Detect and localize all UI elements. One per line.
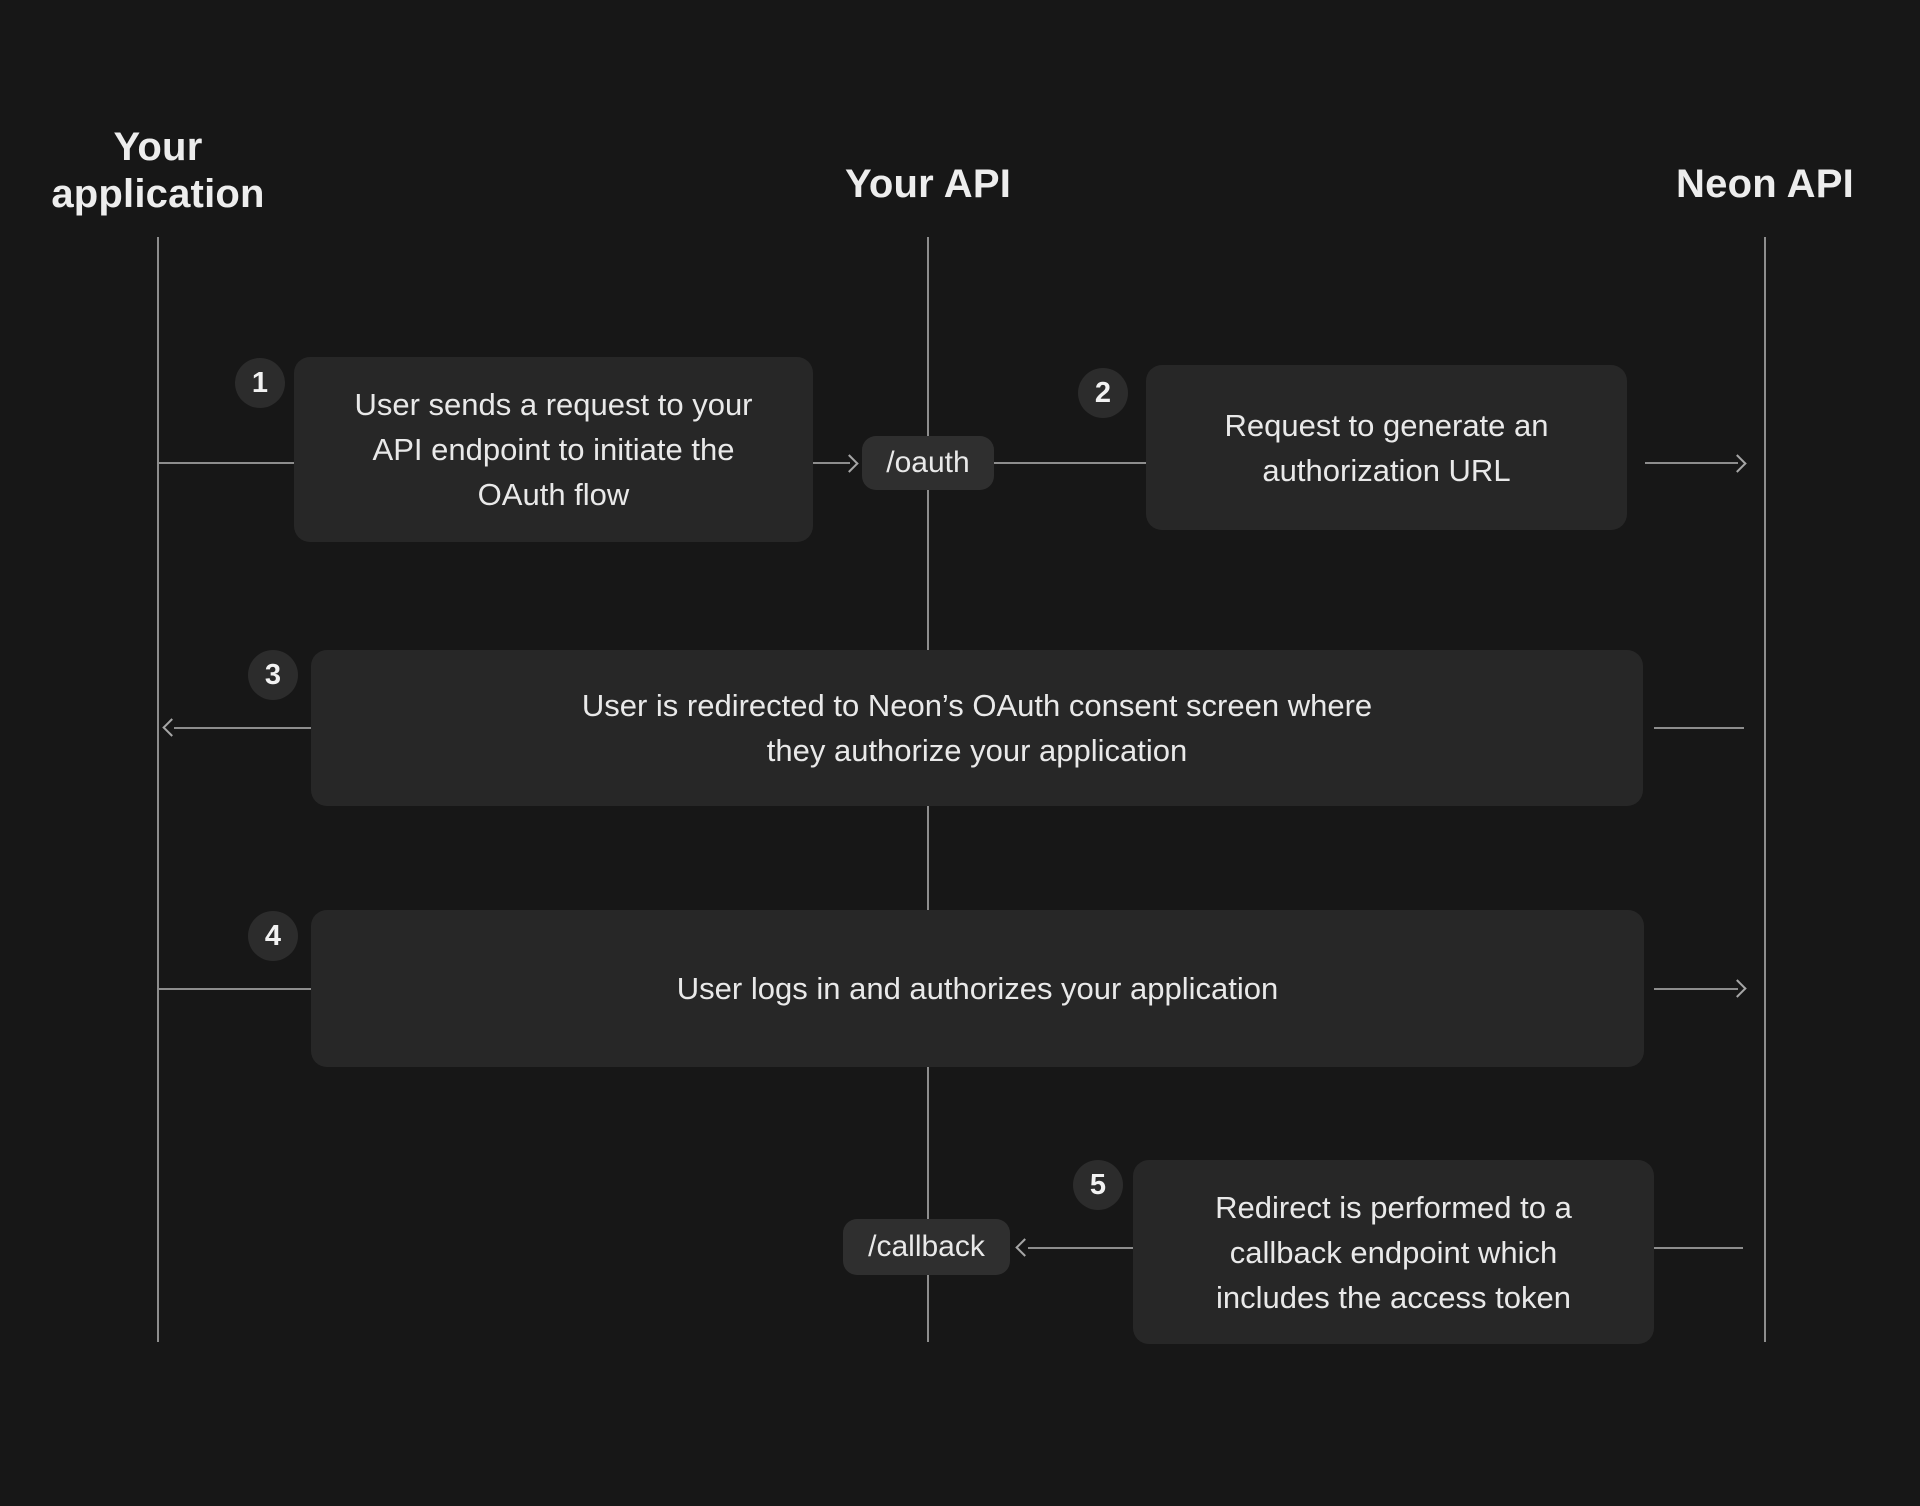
actor-label-neon-api: Neon API: [1676, 162, 1854, 206]
arrowhead-right-icon: [840, 454, 859, 473]
arrowhead-right-icon: [1728, 979, 1747, 998]
step-3-circle: 3: [248, 650, 298, 700]
arrowhead-right-icon: [1728, 454, 1747, 473]
message-5-line-left: [1028, 1247, 1133, 1249]
message-1-line-mid: [813, 462, 850, 464]
step-5-box: Redirect is performed to a callback endp…: [1133, 1160, 1654, 1344]
message-3-line-right: [1654, 727, 1744, 729]
message-3-line-left: [174, 727, 311, 729]
actor-label-your-api: Your API: [844, 162, 1012, 206]
message-5-line-right: [1654, 1247, 1743, 1249]
message-4-line-right: [1654, 988, 1738, 990]
message-2-line: [1645, 462, 1738, 464]
step-2-box: Request to generate an authorization URL: [1146, 365, 1627, 530]
step-4-box: User logs in and authorizes your applica…: [311, 910, 1644, 1067]
step-1-circle: 1: [235, 358, 285, 408]
endpoint-badge-callback: /callback: [843, 1219, 1010, 1275]
endpoint-badge-oauth: /oauth: [862, 436, 994, 490]
step-5-circle: 5: [1073, 1160, 1123, 1210]
message-4-line-left: [158, 988, 311, 990]
message-1-line-left: [158, 462, 294, 464]
actor-label-your-application: Your application: [51, 125, 265, 216]
message-1-line-right: [994, 462, 1146, 464]
step-4-circle: 4: [248, 911, 298, 961]
step-2-circle: 2: [1078, 368, 1128, 418]
lifeline-neon-api: [1764, 237, 1766, 1342]
step-1-box: User sends a request to your API endpoin…: [294, 357, 813, 542]
step-3-box: User is redirected to Neon’s OAuth conse…: [311, 650, 1643, 806]
lifeline-your-application: [157, 237, 159, 1342]
